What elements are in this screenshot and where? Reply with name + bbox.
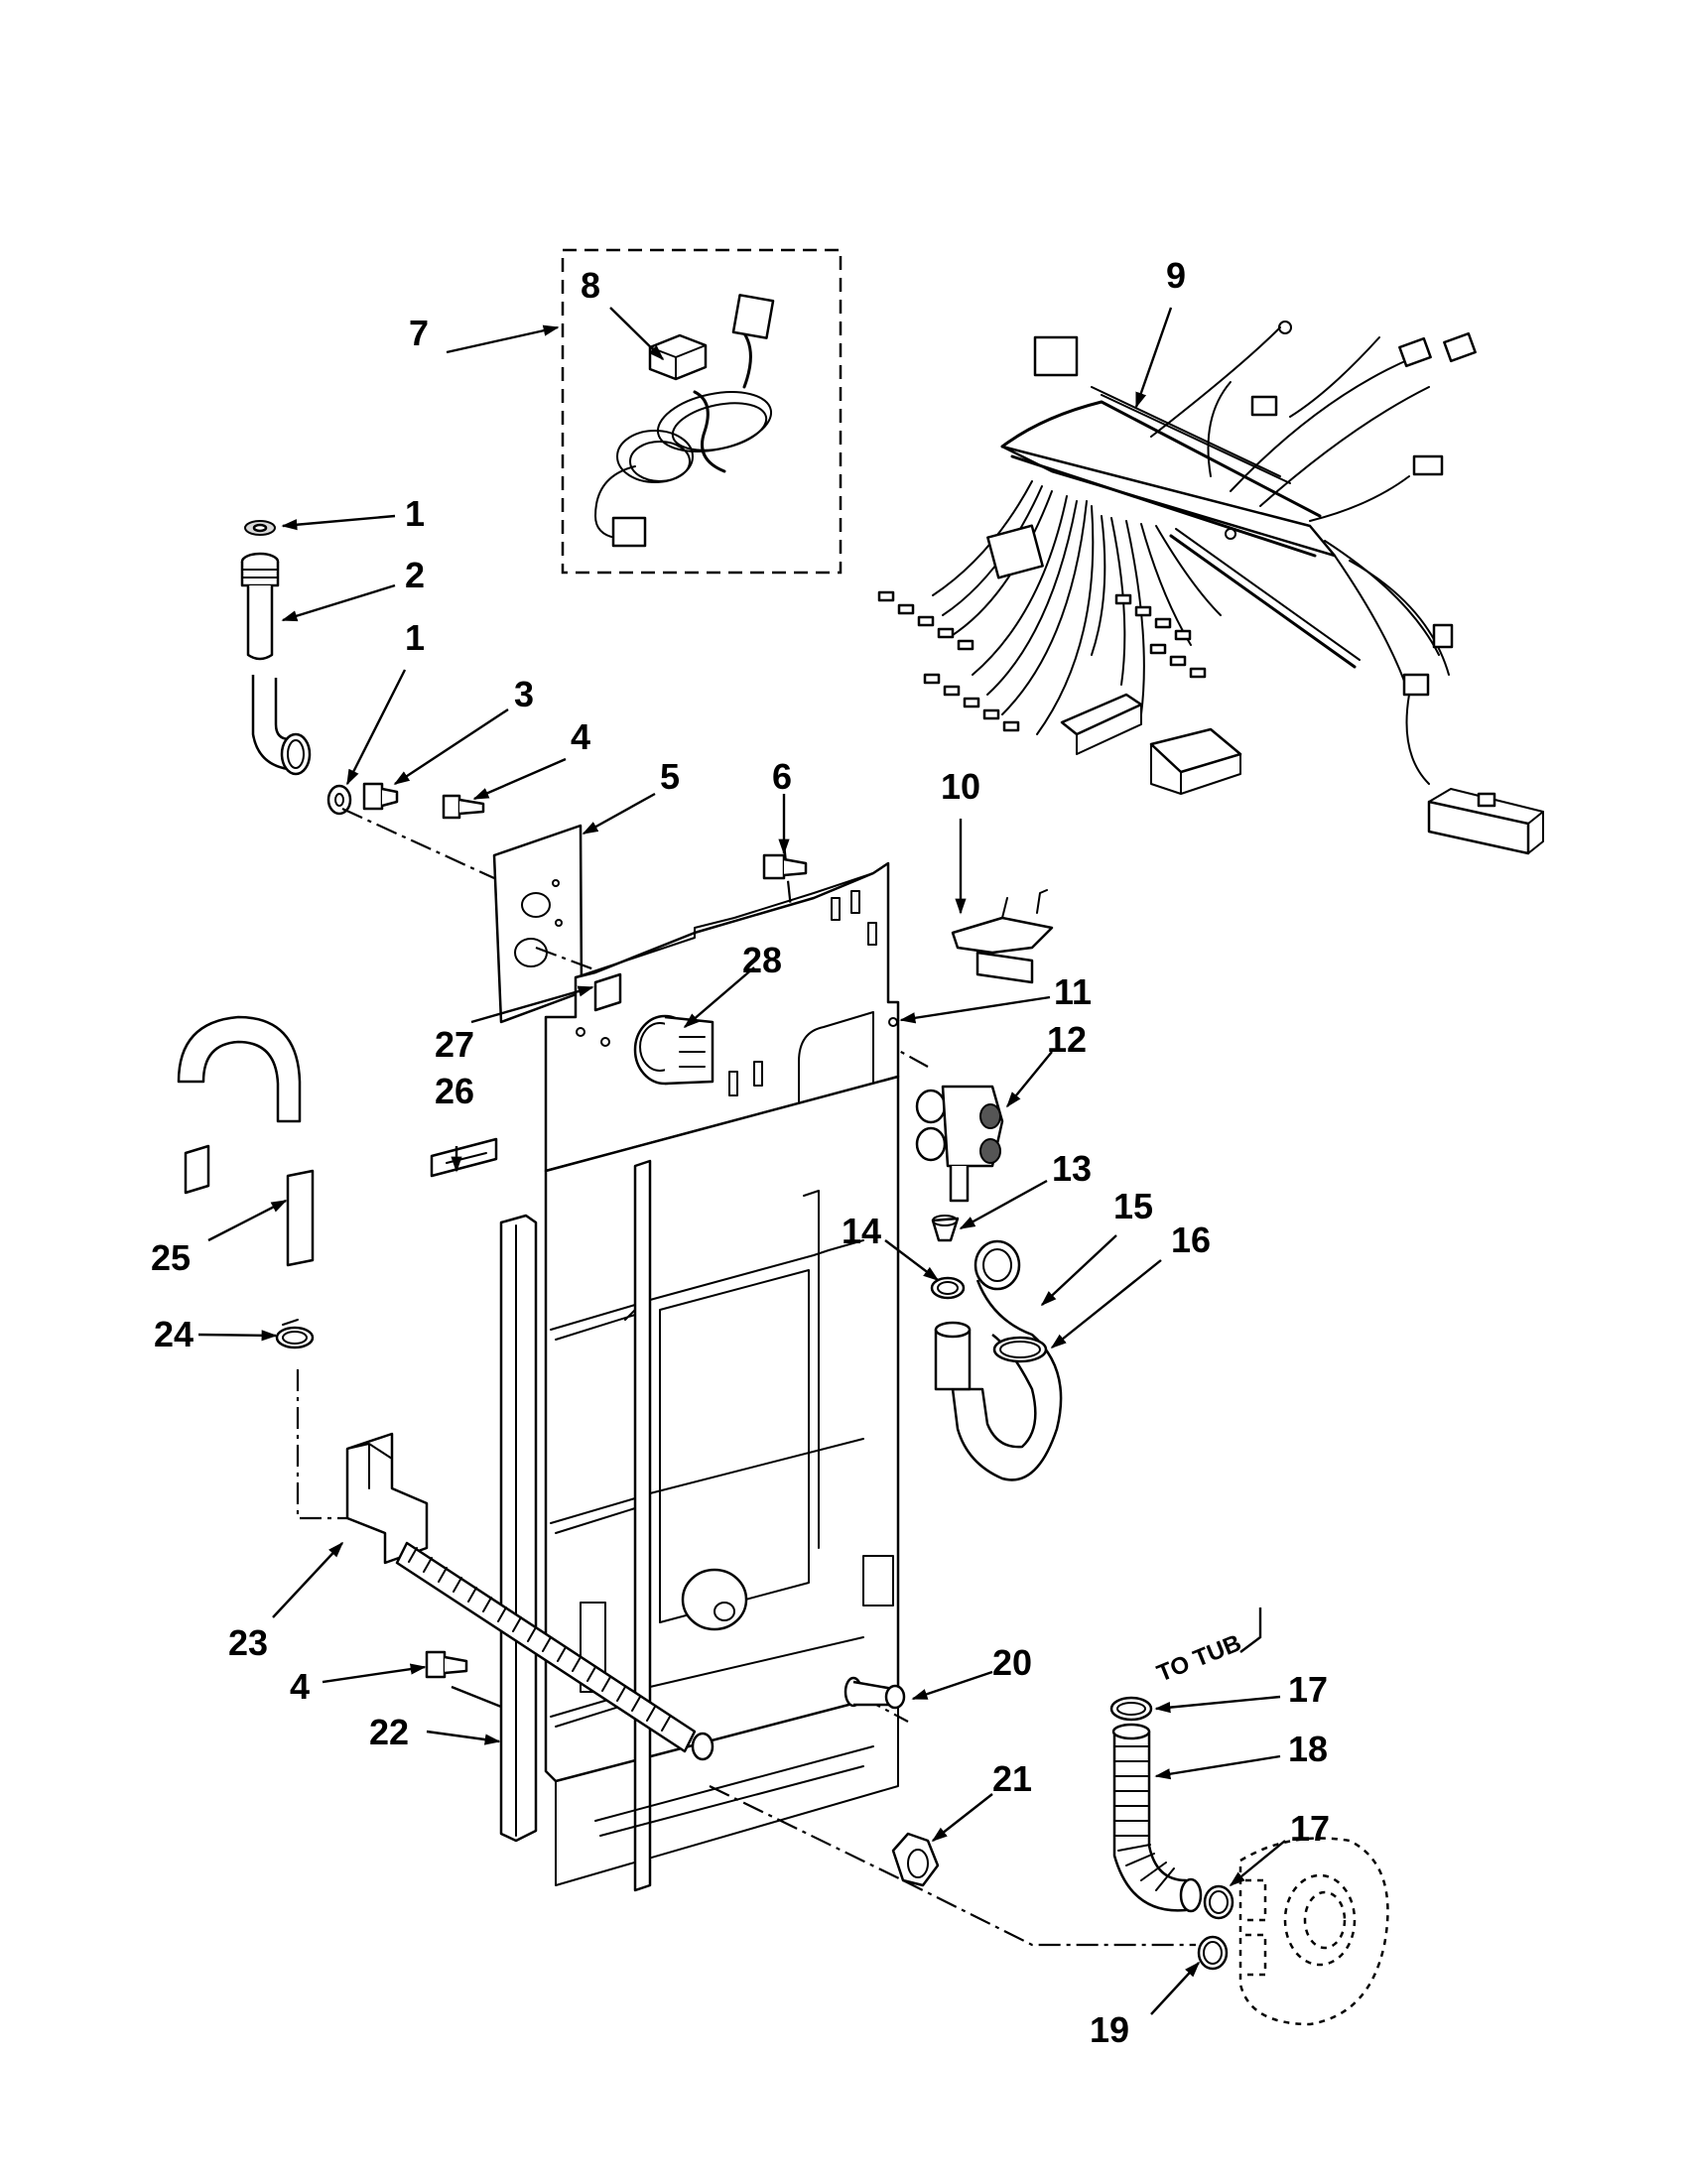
callout-9: 9	[1166, 255, 1186, 296]
clip-bracket-part-10	[951, 889, 1054, 984]
harness-left-terminals	[877, 480, 1242, 795]
tub-hose-part-18	[1111, 1723, 1203, 1913]
side-rail-part-22	[499, 1214, 538, 1843]
callout-5: 5	[660, 756, 680, 797]
tub-hose-assembly	[1109, 1607, 1389, 2026]
callout-16: 16	[1171, 1220, 1211, 1260]
to-tub-note: TO TUB	[1153, 1629, 1245, 1687]
clamp-part-21	[891, 1832, 940, 1887]
hose-guide-part-23	[345, 1432, 429, 1565]
callout-6: 6	[772, 756, 792, 797]
callout-11: 11	[1054, 971, 1092, 1012]
callout-22: 22	[369, 1712, 409, 1752]
drain-hose-part-25	[177, 1015, 315, 1267]
callout-27: 27	[435, 1024, 474, 1065]
plug-part-20	[844, 1676, 906, 1710]
callout-7: 7	[409, 313, 429, 353]
callout-13: 13	[1052, 1148, 1092, 1189]
callout-2: 2	[405, 555, 425, 595]
callout-1-lower: 1	[405, 617, 425, 658]
terminal-block-part	[648, 333, 708, 381]
callout-1-top: 1	[405, 493, 425, 534]
callout-24: 24	[154, 1314, 194, 1354]
callout-19: 19	[1090, 2009, 1129, 2050]
callout-15: 15	[1113, 1186, 1153, 1226]
callout-8: 8	[581, 265, 600, 306]
inlet-hose-assembly	[240, 520, 485, 820]
clip-part-26	[430, 1137, 498, 1178]
fill-hose-part-15	[934, 1239, 1063, 1481]
power-cord-kit-group	[561, 248, 843, 575]
mounting-bracket-plate	[492, 824, 584, 1024]
callout-12: 12	[1047, 1019, 1087, 1060]
callout-17-lower: 17	[1290, 1808, 1330, 1849]
corrugated-drain-hose	[395, 1541, 714, 1761]
nozzle-part-13	[931, 1215, 960, 1242]
callout-23: 23	[228, 1622, 268, 1663]
callout-18: 18	[1288, 1729, 1328, 1769]
callout-14: 14	[842, 1211, 881, 1251]
callout-20: 20	[992, 1642, 1032, 1683]
clip-part-27	[593, 972, 622, 1012]
callout-3: 3	[514, 674, 534, 714]
callout-4-lower: 4	[290, 1666, 310, 1707]
callout-21: 21	[992, 1758, 1032, 1799]
screw-part-6	[762, 853, 808, 880]
wire-harness	[877, 321, 1544, 855]
screw-part-4-lower	[425, 1650, 468, 1679]
callout-25: 25	[151, 1237, 191, 1278]
rear-panel-part-11	[544, 861, 900, 1892]
leader-lines	[197, 307, 1286, 2015]
clamp-part-14	[930, 1276, 966, 1300]
callout-26: 26	[435, 1071, 474, 1111]
callout-10: 10	[941, 766, 980, 807]
pump-phantom-outline	[1238, 1837, 1389, 2026]
pressure-switch-part-28	[633, 1014, 714, 1086]
water-valve-part-12	[915, 1085, 1004, 1203]
hose-clamp-part-24	[275, 1319, 315, 1349]
power-cord-coil	[594, 294, 775, 548]
callout-28: 28	[742, 940, 782, 980]
callout-4-upper: 4	[571, 716, 590, 757]
callout-17-upper: 17	[1288, 1669, 1328, 1710]
